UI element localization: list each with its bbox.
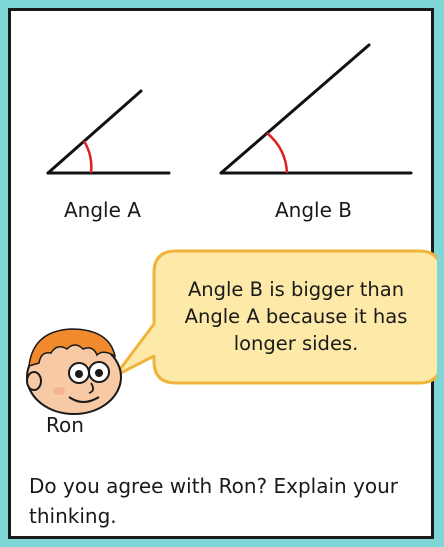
angle-a bbox=[46, 89, 171, 175]
angle-b-label: Angle B bbox=[275, 198, 352, 222]
angle-a-arc bbox=[82, 140, 93, 174]
angle-b bbox=[219, 43, 413, 175]
angle-a-label: Angle A bbox=[64, 198, 141, 222]
question-text: Do you agree with Ron? Explain your thin… bbox=[29, 474, 399, 528]
speech-text: Angle B is bigger than Angle A because i… bbox=[184, 278, 408, 355]
illustration bbox=[26, 43, 437, 415]
question-card: Angle A Angle B Angle B is bigger than A… bbox=[8, 8, 437, 539]
character-name: Ron bbox=[46, 413, 84, 437]
ron-avatar bbox=[26, 328, 122, 415]
angle-b-arc bbox=[266, 132, 289, 174]
speech-bubble bbox=[113, 249, 437, 385]
